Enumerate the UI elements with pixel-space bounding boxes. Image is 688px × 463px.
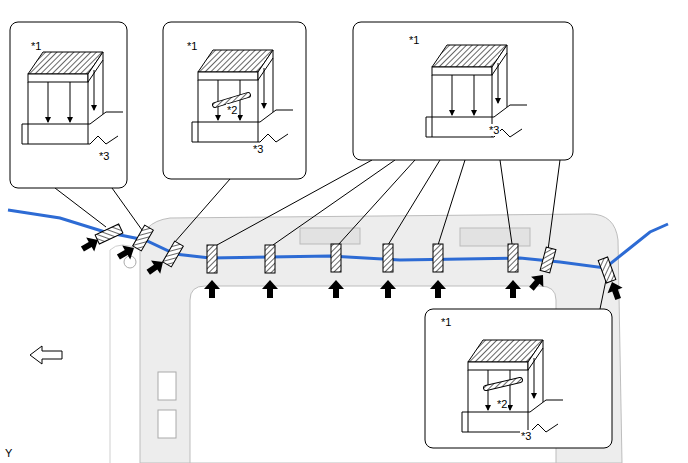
figure-code: Y: [4, 447, 13, 459]
callout-number: *2: [226, 104, 238, 116]
callout-number: *1: [30, 40, 42, 52]
callout-number: *2: [496, 398, 508, 410]
callout-number: *3: [488, 124, 500, 136]
callout-number: *1: [408, 34, 420, 46]
callout-number: *1: [440, 316, 452, 328]
callout-number: *3: [520, 430, 532, 442]
callout-number: *3: [98, 150, 110, 162]
callout-number: *3: [252, 143, 264, 155]
callout-number: *1: [186, 40, 198, 52]
